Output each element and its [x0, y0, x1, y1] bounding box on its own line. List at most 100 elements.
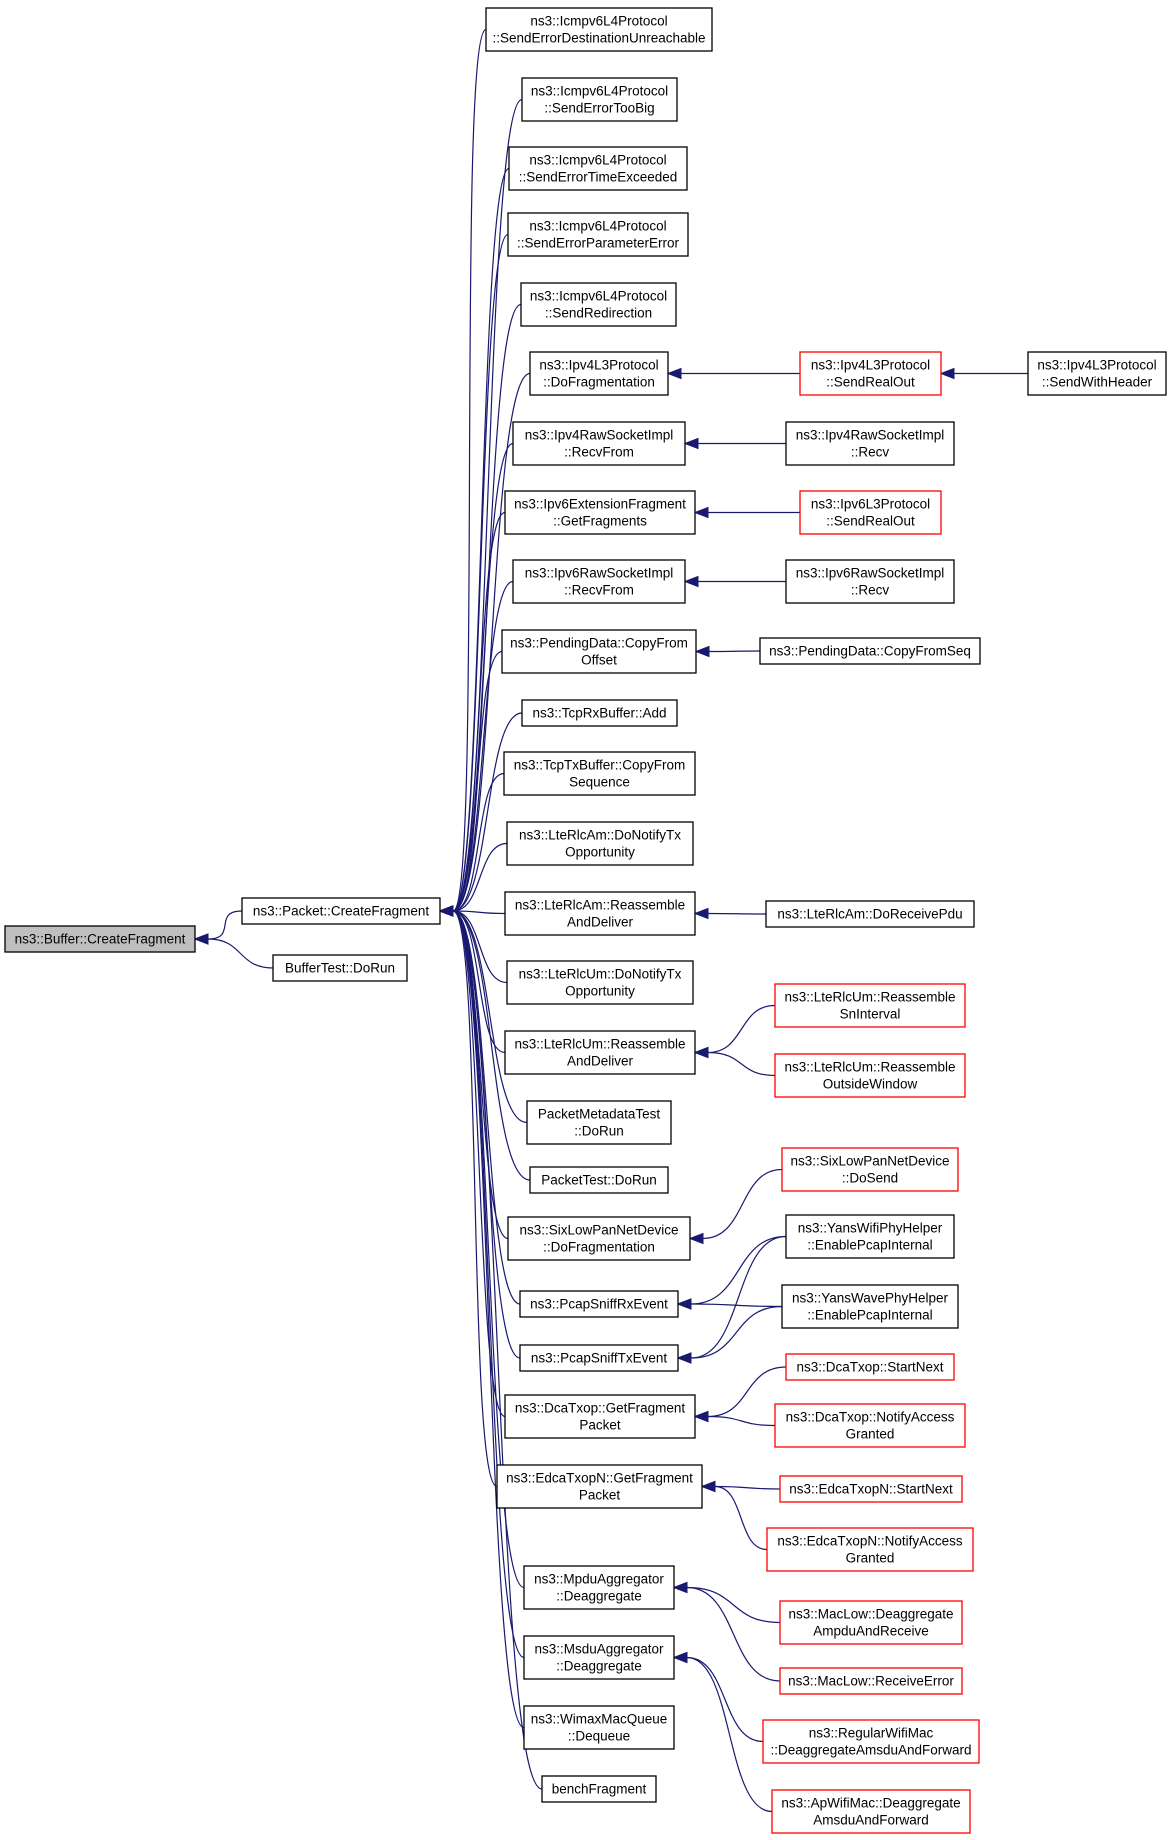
node-box[interactable]: [508, 146, 688, 191]
node-box[interactable]: [520, 282, 677, 327]
node-icmp_time[interactable]: ns3::Icmpv6L4Protocol::SendErrorTimeExce…: [508, 146, 688, 191]
node-box[interactable]: [779, 1667, 963, 1695]
node-box[interactable]: [785, 421, 955, 466]
node-edca_sn[interactable]: ns3::EdcaTxopN::StartNext: [779, 1475, 963, 1503]
node-box[interactable]: [799, 490, 942, 535]
node-box[interactable]: [507, 212, 689, 257]
node-box[interactable]: [762, 1719, 980, 1764]
node-pmt_dorun[interactable]: PacketMetadataTest::DoRun: [526, 1100, 672, 1145]
node-box[interactable]: [485, 7, 713, 52]
node-ipv4l3_sro[interactable]: ns3::Ipv4L3Protocol::SendRealOut: [799, 351, 942, 396]
node-box[interactable]: [506, 960, 694, 1005]
node-icmp_big[interactable]: ns3::Icmpv6L4Protocol::SendErrorTooBig: [521, 77, 678, 122]
node-box[interactable]: [529, 351, 669, 396]
node-box[interactable]: [765, 900, 975, 928]
node-box[interactable]: [504, 1394, 696, 1439]
node-box[interactable]: [519, 1290, 679, 1318]
node-box[interactable]: [774, 1403, 966, 1448]
node-sixlow_df[interactable]: ns3::SixLowPanNetDevice::DoFragmentation: [507, 1216, 691, 1261]
node-packet_cf[interactable]: ns3::Packet::CreateFragment: [241, 897, 441, 925]
node-ipv6l3_sro[interactable]: ns3::Ipv6L3Protocol::SendRealOut: [799, 490, 942, 535]
node-lteam_drp[interactable]: ns3::LteRlcAm::DoReceivePdu: [765, 900, 975, 928]
node-buffertest[interactable]: BufferTest::DoRun: [272, 954, 408, 982]
node-wimax_dq[interactable]: ns3::WimaxMacQueue::Dequeue: [523, 1705, 675, 1750]
node-box[interactable]: [504, 891, 696, 936]
node-yans_epi[interactable]: ns3::YansWifiPhyHelper::EnablePcapIntern…: [785, 1214, 955, 1259]
node-apwifi_daf[interactable]: ns3::ApWifiMac::DeaggregateAmsduAndForwa…: [771, 1789, 971, 1834]
node-box[interactable]: [766, 1527, 974, 1572]
node-dca_sn[interactable]: ns3::DcaTxop::StartNext: [785, 1353, 955, 1381]
node-box[interactable]: [523, 1565, 675, 1610]
node-box[interactable]: [781, 1147, 959, 1192]
node-box[interactable]: [496, 1464, 703, 1509]
node-box[interactable]: [529, 1166, 669, 1194]
node-box[interactable]: [799, 351, 942, 396]
node-maclow_re[interactable]: ns3::MacLow::ReceiveError: [779, 1667, 963, 1695]
node-box[interactable]: [774, 983, 966, 1028]
node-box[interactable]: [779, 1475, 963, 1503]
node-box[interactable]: [541, 1775, 657, 1803]
node-icmp_param[interactable]: ns3::Icmpv6L4Protocol::SendErrorParamete…: [507, 212, 689, 257]
node-box[interactable]: [785, 1214, 955, 1259]
node-icmp_redir[interactable]: ns3::Icmpv6L4Protocol::SendRedirection: [520, 282, 677, 327]
node-bench_frag[interactable]: benchFragment: [541, 1775, 657, 1803]
node-box[interactable]: [504, 490, 696, 535]
node-sixlow_ds[interactable]: ns3::SixLowPanNetDevice::DoSend: [781, 1147, 959, 1192]
node-ipv6raw_r[interactable]: ns3::Ipv6RawSocketImpl::Recv: [785, 559, 955, 604]
node-ipv6raw_rf[interactable]: ns3::Ipv6RawSocketImpl::RecvFrom: [512, 559, 686, 604]
node-box[interactable]: [501, 629, 697, 674]
node-icmp_dest[interactable]: ns3::Icmpv6L4Protocol::SendErrorDestinat…: [485, 7, 713, 52]
node-yanswave_epi[interactable]: ns3::YansWavePhyHelper::EnablePcapIntern…: [781, 1284, 959, 1329]
node-regwifi_daf[interactable]: ns3::RegularWifiMac::DeaggregateAmsduAnd…: [762, 1719, 980, 1764]
node-tcprx_add[interactable]: ns3::TcpRxBuffer::Add: [521, 699, 678, 727]
node-box[interactable]: [503, 751, 696, 796]
node-box[interactable]: [241, 897, 441, 925]
node-box[interactable]: [521, 699, 678, 727]
node-box[interactable]: [781, 1284, 959, 1329]
node-pcap_rx[interactable]: ns3::PcapSniffRxEvent: [519, 1290, 679, 1318]
node-box[interactable]: [507, 1216, 691, 1261]
node-box[interactable]: [521, 77, 678, 122]
node-box[interactable]: [1027, 351, 1167, 396]
node-box[interactable]: [504, 1030, 696, 1075]
node-box[interactable]: [774, 1053, 966, 1098]
node-box[interactable]: [4, 925, 196, 953]
node-box[interactable]: [526, 1100, 672, 1145]
node-box[interactable]: [785, 1353, 955, 1381]
node-ipv4l3_swh[interactable]: ns3::Ipv4L3Protocol::SendWithHeader: [1027, 351, 1167, 396]
node-ipv4raw_rf[interactable]: ns3::Ipv4RawSocketImpl::RecvFrom: [512, 421, 686, 466]
node-buffer_cf[interactable]: ns3::Buffer::CreateFragment: [4, 925, 196, 953]
node-box[interactable]: [512, 559, 686, 604]
node-box[interactable]: [759, 637, 981, 665]
node-ipv4l3_frag[interactable]: ns3::Ipv4L3Protocol::DoFragmentation: [529, 351, 669, 396]
node-box[interactable]: [506, 821, 694, 866]
node-pending_cfs[interactable]: ns3::PendingData::CopyFromSeq: [759, 637, 981, 665]
node-box[interactable]: [272, 954, 408, 982]
node-box[interactable]: [523, 1635, 675, 1680]
node-msdu_deagg[interactable]: ns3::MsduAggregator::Deaggregate: [523, 1635, 675, 1680]
node-box[interactable]: [785, 559, 955, 604]
node-pcap_tx[interactable]: ns3::PcapSniffTxEvent: [519, 1344, 679, 1372]
node-box[interactable]: [771, 1789, 971, 1834]
node-mpdu_deagg[interactable]: ns3::MpduAggregator::Deaggregate: [523, 1565, 675, 1610]
node-box[interactable]: [512, 421, 686, 466]
node-box[interactable]: [523, 1705, 675, 1750]
node-box[interactable]: [519, 1344, 679, 1372]
node-pt_dorun[interactable]: PacketTest::DoRun: [529, 1166, 669, 1194]
node-ipv4raw_r[interactable]: ns3::Ipv4RawSocketImpl::Recv: [785, 421, 955, 466]
node-ipv6ext_gf[interactable]: ns3::Ipv6ExtensionFragment::GetFragments: [504, 490, 696, 535]
node-box[interactable]: [779, 1600, 963, 1645]
